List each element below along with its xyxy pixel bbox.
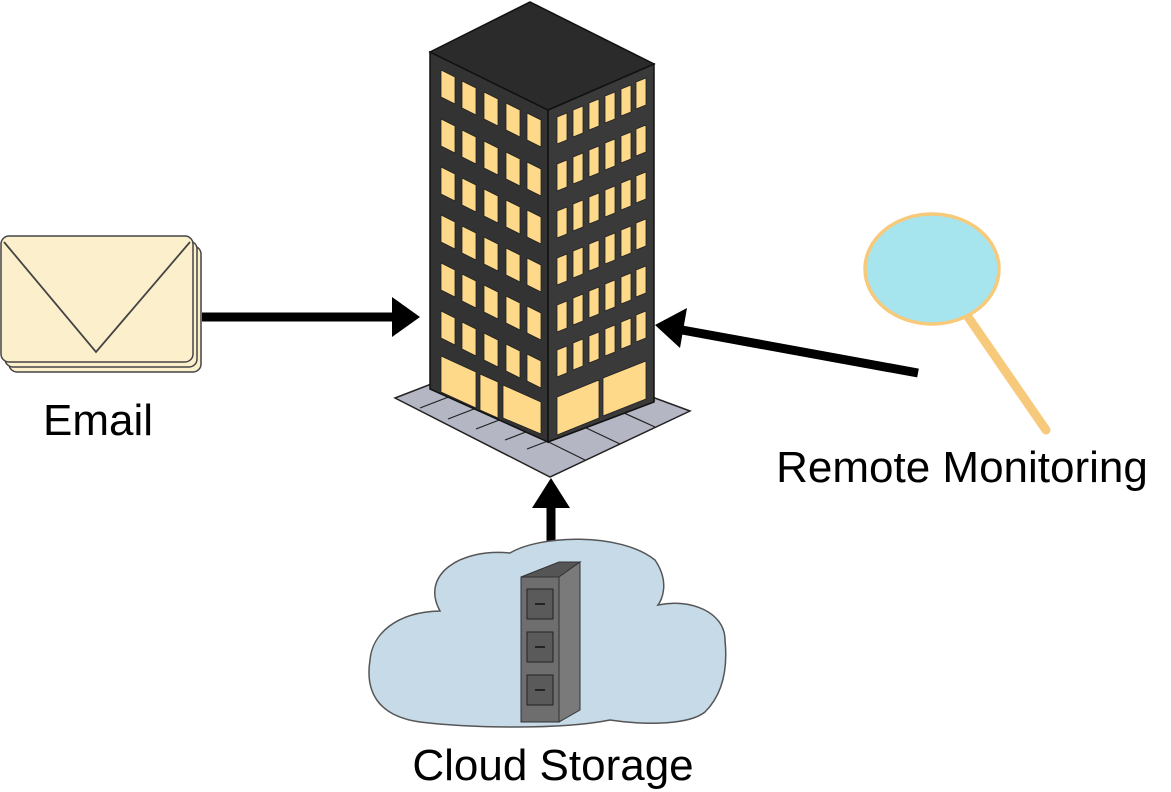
- building-windows-right: [556, 77, 647, 436]
- remote-monitoring-label: Remote Monitoring: [776, 443, 1148, 492]
- building-windows-left: [440, 69, 542, 435]
- filing-cabinet: [520, 561, 582, 723]
- building-roof: [428, 1, 656, 111]
- edge-email-to-building: [202, 297, 420, 337]
- edge-cloud-storage-to-building: [532, 478, 570, 546]
- office-building-icon: [393, 1, 692, 478]
- email-label: Email: [43, 396, 153, 445]
- cloud-storage-label: Cloud Storage: [412, 741, 693, 790]
- cloud-storage-node: Cloud Storage: [368, 538, 727, 790]
- filing-cabinet-cloud-icon: [368, 538, 727, 728]
- remote-monitoring-node: Remote Monitoring: [776, 212, 1148, 492]
- edge-remote-monitoring-to-building: [655, 308, 919, 378]
- magnifying-glass-icon: [863, 212, 1051, 435]
- email-node: Email: [0, 235, 202, 445]
- envelope-icon: [0, 235, 202, 373]
